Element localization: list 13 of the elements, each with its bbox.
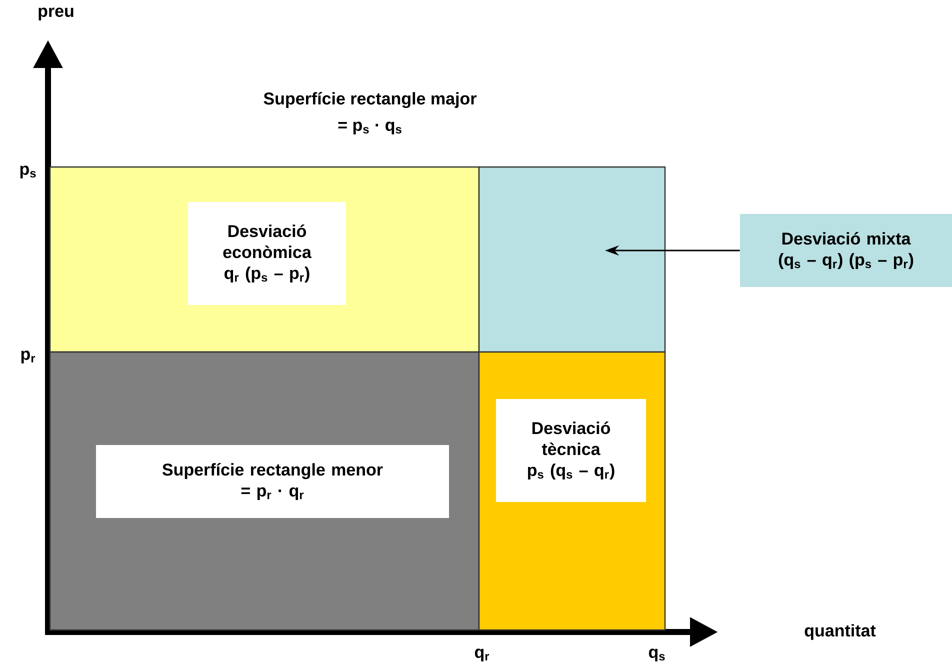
tick-label: q$_{r}$ bbox=[474, 648, 490, 662]
tick-label: p$_{r}$ bbox=[21, 350, 36, 364]
tick-label: p$_{s}$ bbox=[20, 166, 36, 178]
text-box: Desviació tècnica p$_{s}$ (q$_{s}$ – q$_{r}$) bbox=[496, 399, 646, 502]
area-label: Superfície rectangle major bbox=[264, 92, 476, 108]
text-box: Desviació econòmica q$_{r}$ (p$_{s}$ – p$_{r}$) bbox=[188, 202, 346, 305]
shaded-region bbox=[478, 166, 666, 353]
area-label: = p$_{s}$ · q$_{s}$ bbox=[338, 122, 402, 134]
tick-label: q$_{s}$ bbox=[648, 648, 665, 662]
callout-box: Desviació mixta (q$_{s}$ – q$_{r}$) (p$_{s}$ – p$_{r}$) bbox=[740, 214, 952, 287]
text-box: Superfície rectangle menor = p$_{r}$ · q$_{r}$ bbox=[96, 445, 449, 518]
axis-label: preu bbox=[38, 8, 74, 20]
axis-label: quantitat bbox=[804, 624, 876, 640]
